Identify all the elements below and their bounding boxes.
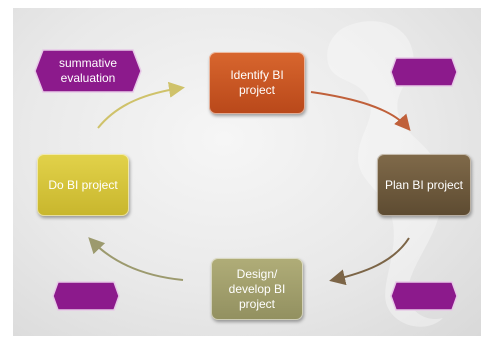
plan-bi-project-label: Plan BI project [384, 177, 464, 192]
do-bi-project-label: Do BI project [48, 177, 118, 192]
arrow-do-to-identify [97, 81, 185, 129]
slide-canvas: Identify BI project Plan BI project Desi… [13, 8, 481, 336]
summative-evaluation-tag [34, 49, 142, 93]
design-develop-bi-project-box: Design/ develop BI project [211, 258, 303, 320]
tag-top-right [390, 57, 458, 87]
design-develop-bi-project-label: Design/ develop BI project [228, 266, 286, 311]
identify-bi-project-label: Identify BI project [230, 68, 284, 97]
arrow-identify-to-plan [310, 91, 411, 132]
identify-bi-project-box: Identify BI project [209, 52, 305, 114]
cycle-arrows [88, 81, 411, 286]
tag-bottom-left [52, 281, 120, 311]
arrow-design-to-do [88, 237, 184, 281]
do-bi-project-box: Do BI project [37, 154, 129, 216]
plan-bi-project-box: Plan BI project [377, 154, 471, 216]
arrow-plan-to-design [329, 237, 410, 286]
summative-evaluation-label: summative evaluation [58, 56, 117, 85]
tag-bottom-right [390, 281, 458, 311]
